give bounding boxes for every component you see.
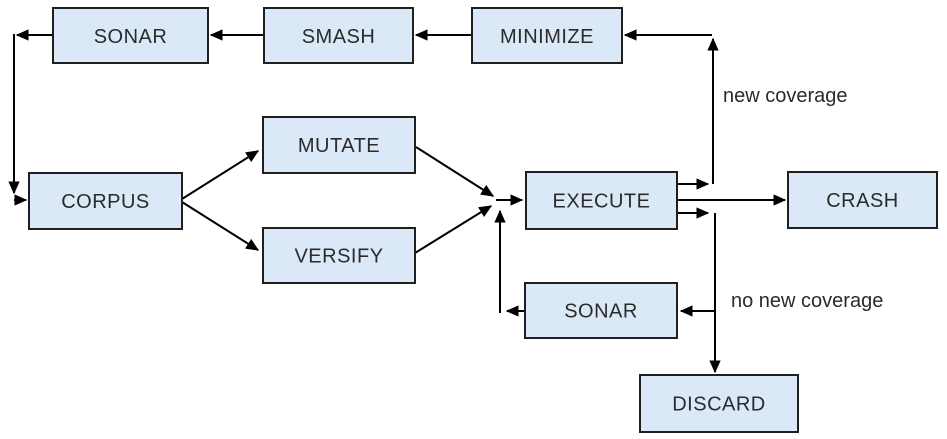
node-corpus-box [28, 172, 183, 230]
edge-corpus-to-versify [181, 201, 260, 251]
node-execute-box [525, 171, 678, 230]
node-mutate-label: MUTATE [298, 135, 380, 157]
node-versify: VERSIFY [262, 227, 416, 284]
node-sonar-bottom-box [524, 282, 678, 339]
node-mutate: MUTATE [262, 116, 416, 174]
node-crash: CRASH [787, 171, 938, 229]
node-versify-label: VERSIFY [294, 246, 383, 268]
node-corpus-label: CORPUS [61, 191, 150, 213]
node-sonar-top-label: SONAR [94, 26, 168, 48]
node-smash-box [263, 7, 414, 64]
edge-versify-to-junction [414, 205, 493, 254]
node-crash-box [787, 171, 938, 229]
node-sonar-bottom: SONAR [524, 282, 678, 339]
edge-label-no-new-coverage: no new coverage [731, 290, 883, 312]
edge-corpus-to-mutate [181, 150, 260, 200]
node-versify-box [262, 227, 416, 284]
node-minimize-box [471, 7, 623, 64]
node-mutate-box [262, 116, 416, 174]
edge-mutate-to-junction [415, 146, 495, 197]
node-discard-label: DISCARD [672, 394, 766, 416]
node-minimize: MINIMIZE [471, 7, 623, 64]
edge-label-new-coverage: new coverage [723, 85, 848, 107]
node-execute: EXECUTE [525, 171, 678, 230]
node-sonar-top-box [52, 7, 209, 64]
node-smash-label: SMASH [302, 26, 376, 48]
node-sonar-top: SONAR [52, 7, 209, 64]
node-sonar-bottom-label: SONAR [564, 301, 638, 323]
node-discard: DISCARD [639, 374, 799, 433]
node-corpus: CORPUS [28, 172, 183, 230]
node-execute-label: EXECUTE [553, 191, 651, 213]
node-discard-box [639, 374, 799, 433]
node-crash-label: CRASH [826, 190, 899, 212]
node-smash: SMASH [263, 7, 414, 64]
edges [8, 29, 787, 374]
node-minimize-label: MINIMIZE [500, 26, 594, 48]
